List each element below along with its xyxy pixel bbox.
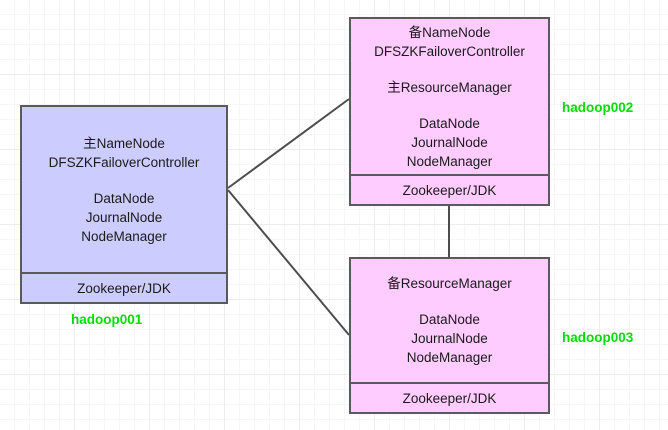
edge-hadoop001-hadoop003 <box>227 189 350 336</box>
footer-label: Zookeeper/JDK <box>77 280 171 296</box>
role-label: DataNode <box>419 115 480 131</box>
footer-label: Zookeeper/JDK <box>402 390 497 406</box>
role-label: JournalNode <box>411 134 488 150</box>
node-hadoop002-roles: 备NameNode DFSZKFailoverController 主Resou… <box>351 19 548 174</box>
role-label: NodeManager <box>81 228 167 244</box>
edge-hadoop001-hadoop002 <box>227 98 350 189</box>
node-hadoop003-footer: Zookeeper/JDK <box>351 382 548 412</box>
role-label: JournalNode <box>85 209 163 225</box>
node-hadoop003-roles: 备ResourceManager DataNode JournalNode No… <box>351 259 548 382</box>
role-label: DFSZKFailoverController <box>48 154 200 170</box>
footer-label: Zookeeper/JDK <box>402 182 497 198</box>
role-label: 备NameNode <box>408 24 491 40</box>
role-label: 备ResourceManager <box>387 276 512 291</box>
host-label-hadoop003: hadoop003 <box>562 330 634 345</box>
node-hadoop003[interactable]: 备ResourceManager DataNode JournalNode No… <box>349 257 550 414</box>
host-label-hadoop002: hadoop002 <box>562 100 634 115</box>
role-label: NodeManager <box>406 153 493 169</box>
node-hadoop001[interactable]: 主NameNode DFSZKFailoverController DataNo… <box>20 105 228 304</box>
node-hadoop002-footer: Zookeeper/JDK <box>351 174 548 204</box>
role-label: DFSZKFailoverController <box>374 43 525 59</box>
node-hadoop001-roles: 主NameNode DFSZKFailoverController DataNo… <box>22 107 226 272</box>
role-label: 主ResourceManager <box>387 79 512 95</box>
role-label: DataNode <box>419 312 480 327</box>
role-label: DataNode <box>93 190 155 206</box>
node-hadoop001-footer: Zookeeper/JDK <box>22 272 226 302</box>
node-hadoop002[interactable]: 备NameNode DFSZKFailoverController 主Resou… <box>349 17 550 206</box>
role-label: 主NameNode <box>83 135 165 151</box>
role-label: NodeManager <box>406 350 493 365</box>
role-label: JournalNode <box>411 331 488 346</box>
host-label-hadoop001: hadoop001 <box>71 312 143 327</box>
